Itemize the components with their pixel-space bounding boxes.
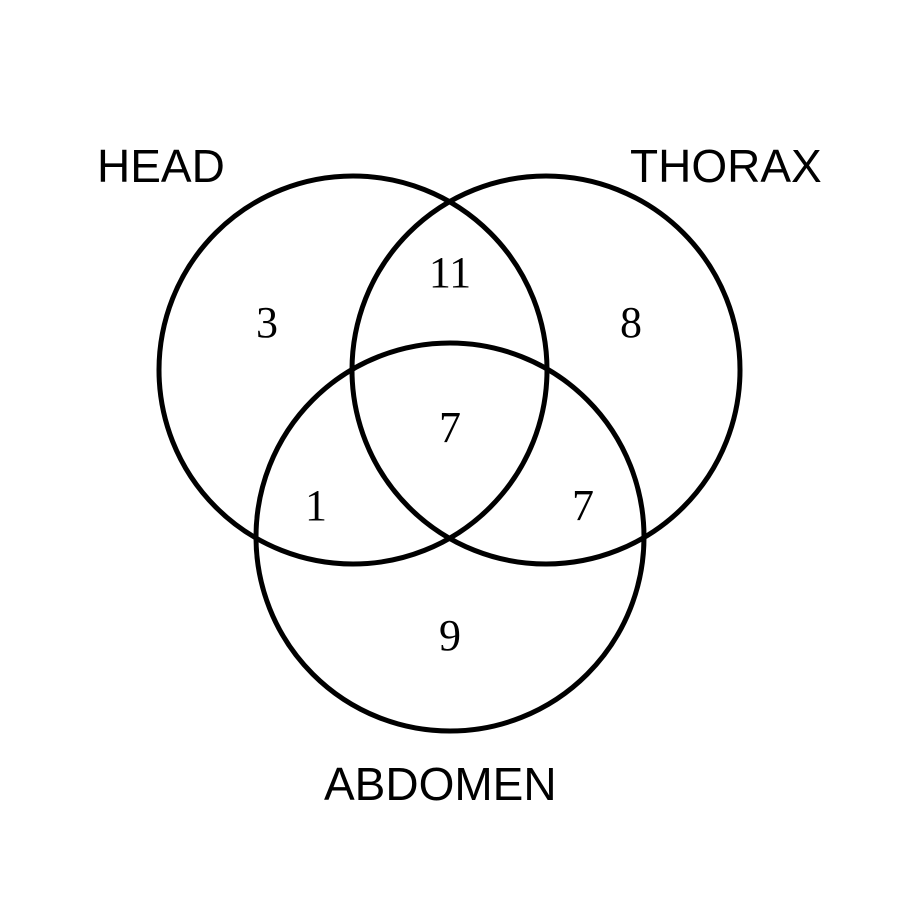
thorax-label: THORAX [630, 140, 822, 192]
abdomen-label: ABDOMEN [324, 758, 557, 810]
region-head-thorax: 11 [429, 248, 471, 297]
abdomen-circle [253, 340, 647, 734]
region-head-only: 3 [256, 298, 278, 347]
head-label: HEAD [97, 140, 225, 192]
region-all-three: 7 [439, 403, 461, 452]
region-head-abdomen: 1 [305, 481, 327, 530]
region-thorax-only: 8 [620, 298, 642, 347]
region-abdomen-only: 9 [439, 611, 461, 660]
region-thorax-abdomen: 7 [572, 481, 594, 530]
